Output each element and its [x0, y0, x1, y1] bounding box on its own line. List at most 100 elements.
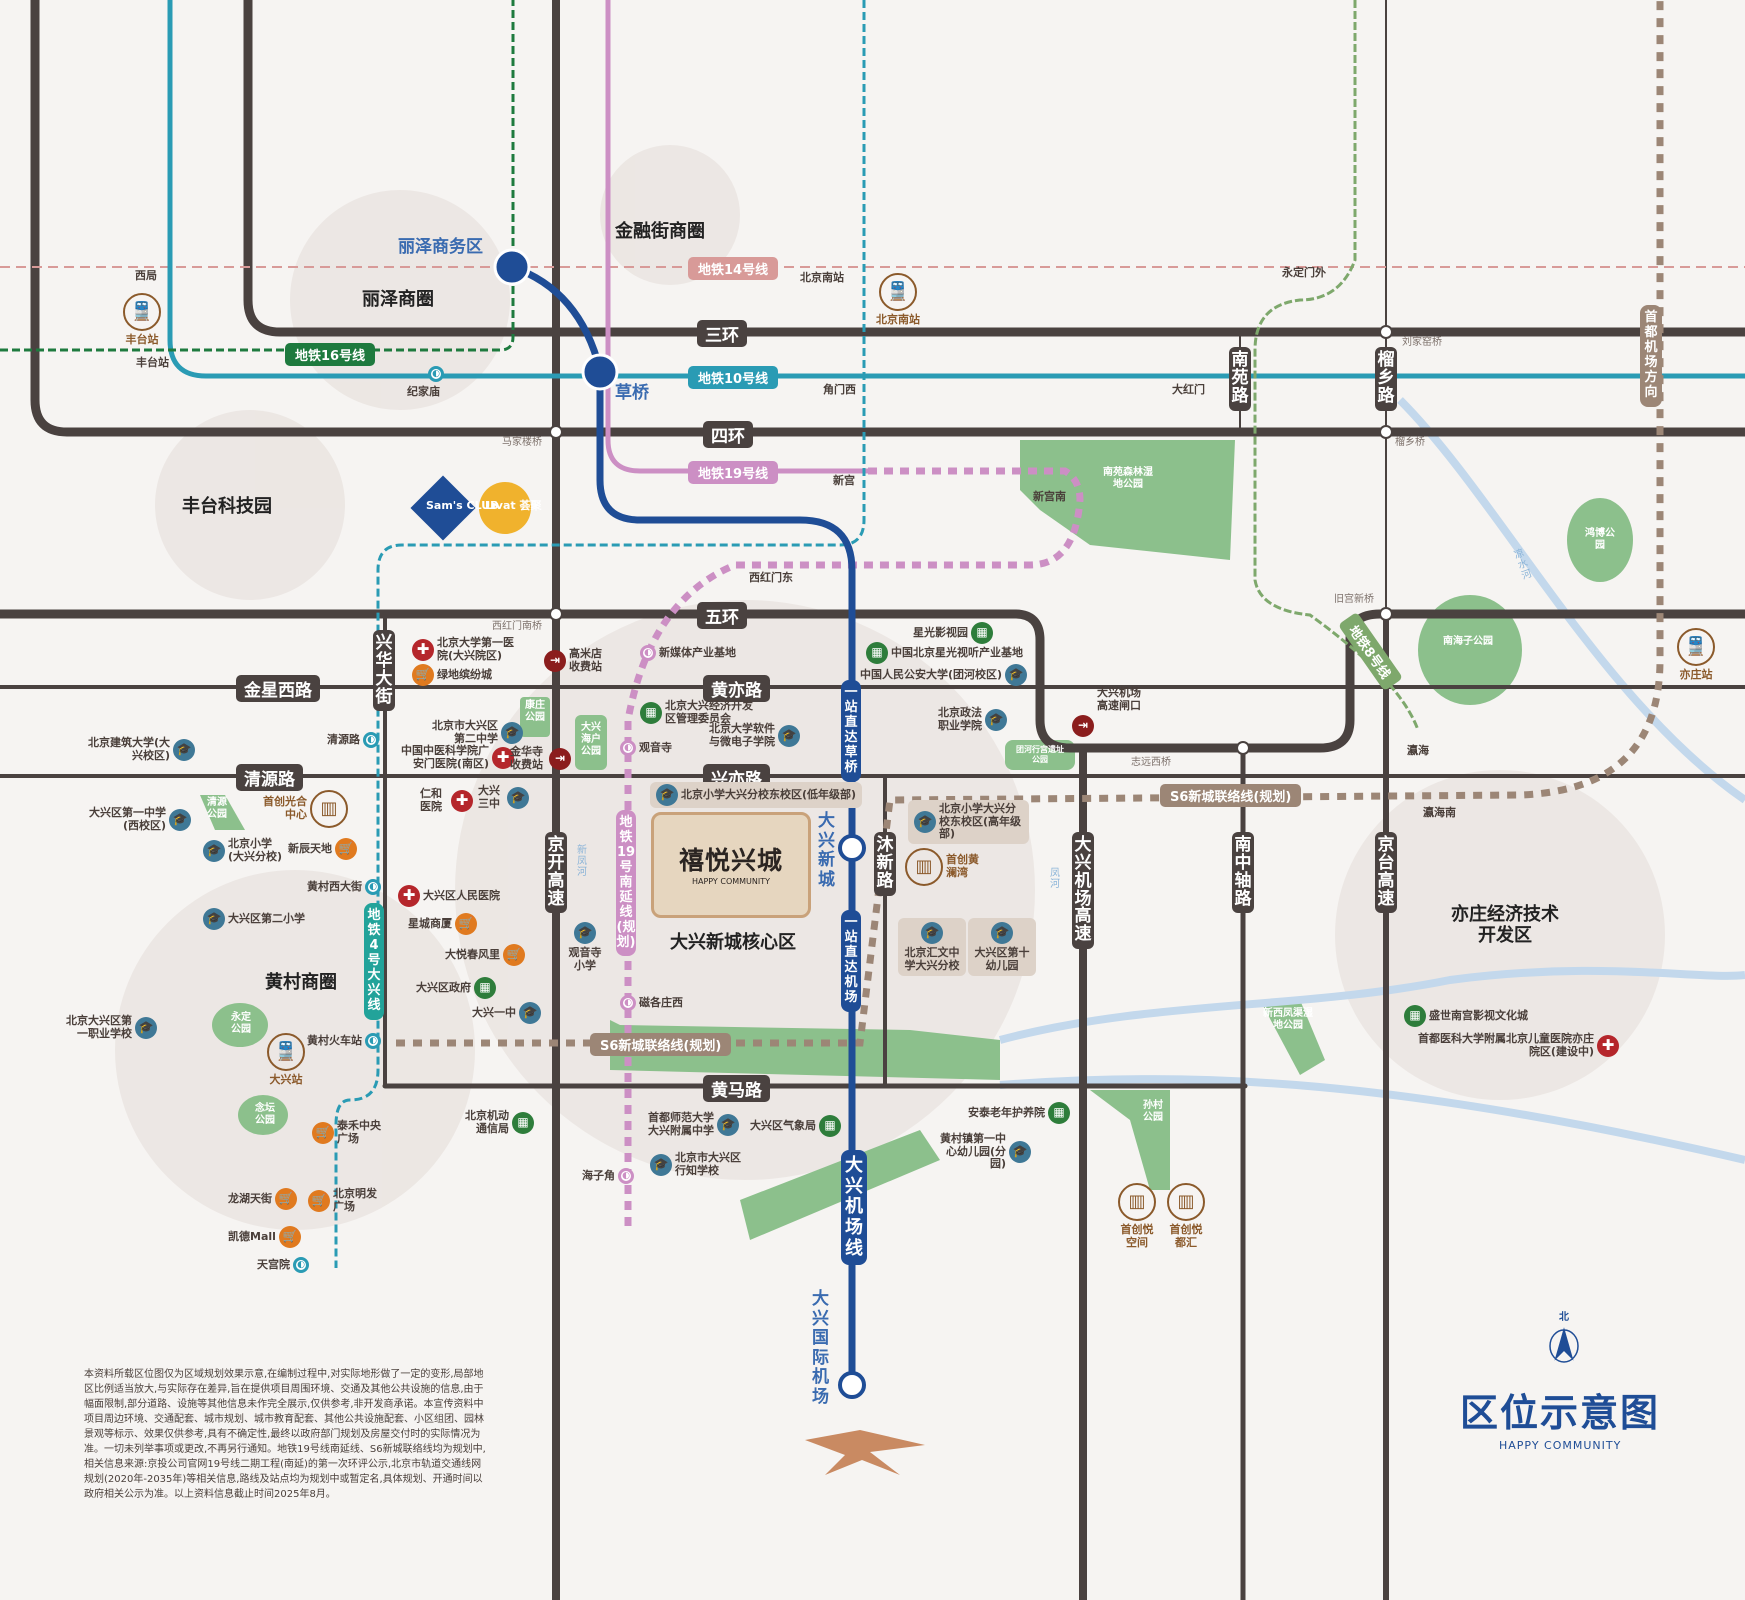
park-label: 鸿博公园	[1585, 528, 1615, 551]
poi-school[interactable]: 🎓北京市大兴区第二中学	[430, 719, 523, 745]
station-yinghainan[interactable]: 瀛海南	[1423, 806, 1456, 819]
poi-government[interactable]: ▦北京机动通信局	[465, 1109, 534, 1135]
poi-development[interactable]: ▥首创黄澜湾	[905, 848, 986, 886]
poi-shopping[interactable]: 🛒绿地缤纷城	[412, 664, 492, 686]
road-label-xinghua: 兴华大街	[373, 630, 395, 712]
station-jijiamiao[interactable]: ◐纪家庙	[407, 366, 480, 397]
brand-sams-icon	[410, 475, 476, 541]
station-fengtai[interactable]: 丰台站	[136, 356, 169, 369]
poi-shopping[interactable]: 🛒泰禾中央广场	[312, 1119, 381, 1145]
station-xingong[interactable]: 新宫	[833, 474, 855, 487]
poi-shopping[interactable]: 🛒凯德Mall	[228, 1226, 301, 1248]
poi-toll[interactable]: ⇥高米店收费站	[544, 647, 605, 673]
station-huangcunhuoche[interactable]: 黄村火车站◐	[307, 1033, 381, 1049]
station-qingyuanlu[interactable]: 清源路◐	[327, 732, 379, 748]
poi-government[interactable]: ▦安泰老年护养院	[968, 1102, 1070, 1124]
zone-circle-jinrongjie	[600, 145, 740, 285]
poi-government[interactable]: ▦中国北京星光视听产业基地	[866, 642, 1023, 664]
poi-hospital[interactable]: ✚仁和医院	[420, 787, 473, 813]
airport-arrow-down: 一站直达机场	[841, 910, 861, 1012]
poi-school[interactable]: 🎓北京小学(大兴分校)	[203, 837, 284, 863]
poi-school[interactable]: 🎓北京小学大兴分校东校区(低年级部)	[650, 782, 863, 808]
building-icon: ▦	[512, 1111, 534, 1134]
rail-beijingnan[interactable]: 🚆北京南站	[876, 273, 920, 327]
metro-label-line19: 地铁19号线	[688, 461, 779, 484]
poi-shopping[interactable]: 🛒新辰天地	[288, 838, 357, 860]
poi-hospital[interactable]: ✚中国中医科学院广安门医院(南区)	[397, 744, 514, 770]
poi-government[interactable]: ▦星光影视园	[913, 622, 993, 644]
station-beijingnan[interactable]: 北京南站	[800, 271, 844, 284]
poi-hospital[interactable]: ✚北京大学第一医院(大兴院区)	[412, 636, 523, 662]
station-huangcunxidajie[interactable]: 黄村西大街◐	[307, 879, 381, 895]
station-xiju[interactable]: 西局	[135, 269, 157, 282]
poi-toll[interactable]: ⇥大兴机场高速闸口	[1072, 686, 1145, 738]
poi-school[interactable]: 🎓大兴三中	[478, 784, 529, 810]
station-cigezhuangxi[interactable]: ◐磁各庄西	[620, 995, 683, 1011]
station-daxingxincheng[interactable]: 大兴新城	[818, 811, 835, 890]
station-xinmeiti[interactable]: ◐新媒体产业基地	[640, 645, 736, 661]
building-icon: ▦	[1404, 1005, 1426, 1027]
poi-school[interactable]: 🎓北京大学软件与微电子学院	[707, 722, 800, 748]
poi-school[interactable]: 🎓北京小学大兴分校东校区(高年级部)	[908, 800, 1029, 844]
poi-shopping[interactable]: 🛒龙湖天街	[228, 1188, 297, 1210]
poi-shopping[interactable]: 🛒星城商厦	[408, 913, 477, 935]
poi-school[interactable]: 🎓北京大兴区第一职业学校	[60, 1014, 157, 1040]
poi-government[interactable]: ▦盛世南宫影视文化城	[1404, 1005, 1528, 1027]
station-lize[interactable]: 丽泽商务区	[398, 237, 483, 257]
poi-school[interactable]: 🎓黄村镇第一中心幼儿园(分园)	[930, 1132, 1031, 1171]
metro-station-icon: ◐	[428, 366, 444, 382]
station-dahongmen[interactable]: 大红门	[1172, 383, 1205, 396]
poi-hospital[interactable]: ✚大兴区人民医院	[398, 885, 500, 907]
poi-government[interactable]: ▦大兴区政府	[416, 977, 496, 999]
poi-school[interactable]: 🎓大兴一中	[472, 1002, 541, 1024]
poi-toll[interactable]: ⇥金华寺收费站	[510, 745, 571, 771]
poi-hospital[interactable]: ✚首都医科大学附属北京儿童医院亦庄院区(建设中)	[1418, 1032, 1619, 1058]
station-guanyinsi[interactable]: ◐观音寺	[620, 740, 672, 756]
poi-school[interactable]: 🎓北京市大兴区行知学校	[650, 1151, 741, 1177]
station-xingongnan[interactable]: 新宫南	[1033, 490, 1066, 503]
station-caoqiao[interactable]: 草桥	[615, 383, 649, 403]
zone-circle-fengtai	[155, 410, 345, 600]
station-haizijiao[interactable]: 海子角◐	[582, 1168, 634, 1184]
poi-school[interactable]: 🎓北京汇文中学大兴分校	[898, 918, 966, 977]
poi-development[interactable]: ▥首创光合中心	[255, 790, 348, 828]
ring-4	[30, 0, 1745, 437]
poi-school[interactable]: 🎓观音寺小学	[565, 922, 605, 972]
bridge-label-xihongmennan: 西红门南桥	[492, 621, 542, 632]
poi-shopping[interactable]: 🛒大悦春风里	[445, 944, 525, 966]
poi-shopping[interactable]: 🛒北京明发广场	[308, 1187, 377, 1213]
poi-school[interactable]: 🎓大兴区第十幼儿园	[968, 918, 1036, 977]
station-tiangongyuan[interactable]: 天宫院◐	[257, 1257, 309, 1273]
exit-icon: ⇥	[549, 747, 571, 770]
graduation-cap-icon: 🎓	[991, 922, 1013, 944]
poi-development[interactable]: ▥首创悦都汇	[1166, 1183, 1206, 1249]
station-xihongmendong[interactable]: 西红门东	[749, 571, 793, 584]
rail-fengtai[interactable]: 🚆丰台站	[123, 293, 161, 347]
ring-road-5-label: 五环	[697, 602, 747, 629]
poi-government[interactable]: 大兴区气象局▦	[750, 1115, 841, 1137]
project-marker[interactable]: 禧悦兴城 HAPPY COMMUNITY	[651, 812, 811, 918]
metro-station-icon: ◐	[293, 1257, 309, 1273]
zone-jinrongjie: 金融街商圈	[615, 221, 705, 242]
poi-school[interactable]: 🎓中国人民公安大学(团河校区)	[860, 664, 1028, 686]
poi-school[interactable]: 🎓首都师范大学大兴附属中学	[648, 1111, 739, 1137]
graduation-cap-icon: 🎓	[519, 1002, 541, 1024]
station-jiaomenxi[interactable]: 角门西	[823, 383, 856, 396]
rail-daxing[interactable]: 🚆大兴站	[267, 1033, 305, 1087]
park-xinxi	[1260, 1000, 1325, 1075]
building-cluster-icon: ▥	[1167, 1183, 1205, 1221]
poi-development[interactable]: ▥首创悦空间	[1117, 1183, 1157, 1249]
poi-government[interactable]: ▦北京大兴经济开发区管理委员会	[640, 699, 761, 725]
station-daxing-airport[interactable]: 大兴国际机场	[812, 1289, 829, 1407]
poi-school[interactable]: 🎓北京政法职业学院	[938, 706, 1007, 732]
bridge-label-jiugongxin: 旧宫新桥	[1334, 594, 1374, 605]
rail-yizhuang[interactable]: 🚆亦庄站	[1677, 628, 1715, 682]
poi-school[interactable]: 🎓北京建筑大学(大兴校区)	[80, 736, 195, 762]
poi-school[interactable]: 🎓大兴区第一中学(西校区)	[82, 806, 191, 832]
bridge-label-liuxiang: 榴乡桥	[1395, 437, 1425, 448]
station-yinghai[interactable]: 瀛海	[1407, 744, 1429, 757]
station-yongdingmenwai[interactable]: 永定门外	[1282, 266, 1326, 279]
metro-label-line4: 地铁4号大兴线	[364, 903, 384, 1020]
shopping-cart-icon: 🛒	[412, 664, 434, 686]
poi-school[interactable]: 🎓大兴区第二小学	[203, 908, 305, 930]
